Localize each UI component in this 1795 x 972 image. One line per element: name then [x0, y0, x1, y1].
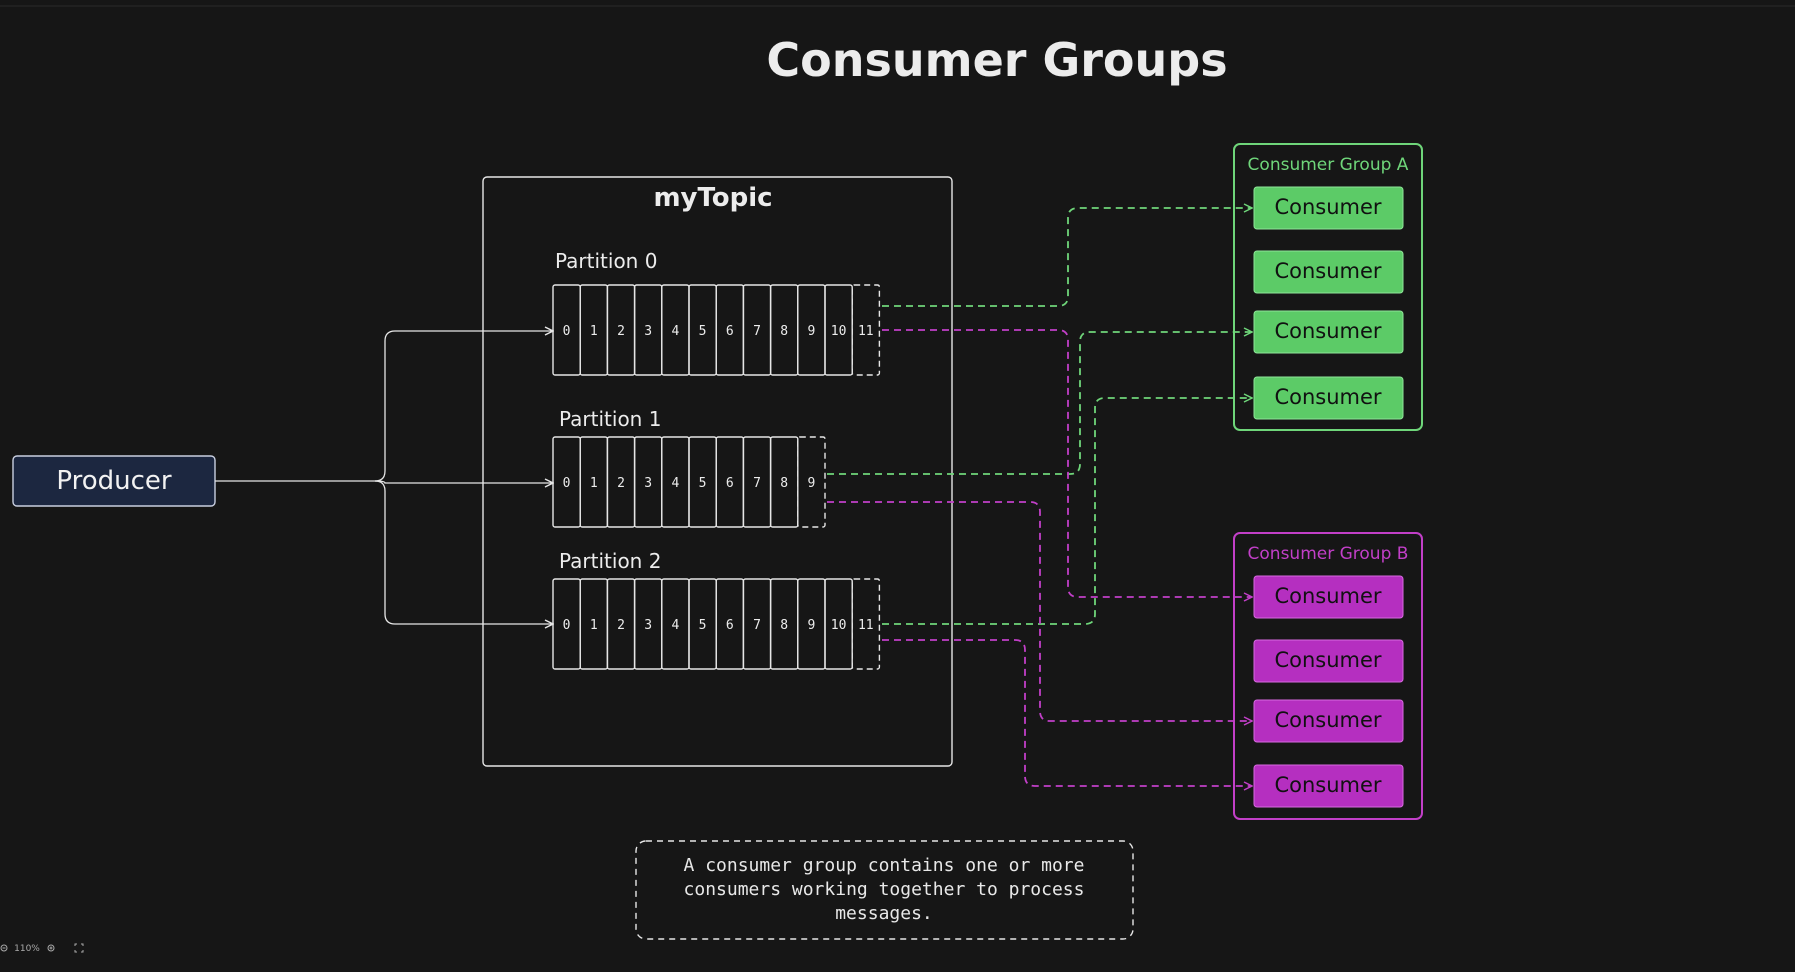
group-a-connections [827, 208, 1252, 625]
consumer-a4[interactable] [1253, 376, 1404, 420]
group-b-consumers: Consumer Consumer Consumer Consumer [1253, 575, 1404, 808]
partition-2-offset-label: 4 [671, 618, 679, 633]
link-p0-groupB [882, 329, 1252, 597]
partition-0-offset-label: 7 [753, 324, 761, 339]
partition-0-label: Partition 0 [555, 249, 657, 273]
partition-2-offset-label: 9 [807, 618, 815, 633]
consumer-b3[interactable] [1253, 699, 1404, 743]
partition-1-offset-label: 8 [780, 476, 788, 491]
producer-label: Producer [56, 466, 172, 496]
partition-2-log: 0 1 2 3 4 5 6 7 8 9 10 11 [552, 578, 881, 670]
partition-2-offset-label: 11 [858, 618, 874, 633]
consumer-b2-label: Consumer [1274, 648, 1381, 672]
partition-2-label: Partition 2 [559, 549, 661, 573]
partition-1-offset-label: 5 [699, 476, 707, 491]
note-line-1: A consumer group contains one or more [684, 855, 1085, 876]
partition-0-offset-label: 2 [617, 324, 625, 339]
partition-1-log: 0 1 2 3 4 5 6 7 8 9 [552, 436, 826, 528]
consumer-a3[interactable] [1253, 310, 1404, 354]
note-line-2: consumers working together to process [684, 879, 1085, 900]
consumer-a1[interactable] [1253, 186, 1404, 230]
partition-1-offset-label: 4 [671, 476, 679, 491]
consumer-group-a [1233, 143, 1423, 431]
partition-0-cell [851, 284, 881, 376]
partition-0-log: 0 1 2 3 4 5 6 7 8 9 10 11 [552, 284, 881, 376]
partitions-layer: 0 1 2 3 4 5 6 7 8 9 10 11 0 1 2 3 4 5 6 7 8 9 0 1 2 3 4 5 6 7 8 9 10 11 [552, 284, 881, 670]
group-a-consumers: Consumer Consumer Consumer Consumer [1253, 186, 1404, 420]
note-line-3: messages. [835, 903, 933, 924]
link-p2-groupB [882, 639, 1252, 786]
partition-2-offset-label: 3 [644, 618, 652, 633]
consumer-b1-label: Consumer [1274, 584, 1381, 608]
zoom-level: 110% [14, 944, 40, 954]
consumer-group-b [1233, 532, 1423, 820]
topic-container [482, 176, 953, 767]
fullscreen-icon[interactable] [74, 943, 84, 953]
partition-1-offset-label: 7 [753, 476, 761, 491]
group-b-connections [827, 329, 1252, 786]
partition-0-offset-label: 9 [807, 324, 815, 339]
partition-2-offset-label: 1 [590, 618, 598, 633]
partition-2-cell [851, 578, 881, 670]
link-p1-groupB [827, 501, 1252, 721]
partition-1-offset-label: 2 [617, 476, 625, 491]
partition-0-offset-label: 10 [831, 324, 847, 339]
consumer-b3-label: Consumer [1274, 708, 1381, 732]
partition-2-offset-label: 2 [617, 618, 625, 633]
consumer-a4-label: Consumer [1274, 385, 1381, 409]
topic-title: myTopic [653, 183, 772, 213]
partition-2-offset-label: 8 [780, 618, 788, 633]
link-p1-groupA [827, 332, 1252, 475]
partition-1-label: Partition 1 [559, 407, 661, 431]
link-p0-groupA [882, 208, 1252, 307]
partition-0-offset-label: 8 [780, 324, 788, 339]
zoom-out-icon[interactable] [0, 944, 8, 952]
page-title: Consumer Groups [766, 33, 1227, 87]
consumer-a2-label: Consumer [1274, 259, 1381, 283]
partition-2-offset-label: 0 [563, 618, 571, 633]
partition-1-offset-label: 0 [563, 476, 571, 491]
consumer-b4[interactable] [1253, 764, 1404, 808]
consumer-a1-label: Consumer [1274, 195, 1381, 219]
partition-1-offset-label: 3 [644, 476, 652, 491]
consumer-b4-label: Consumer [1274, 773, 1381, 797]
consumer-b2[interactable] [1253, 639, 1404, 683]
partition-1-offset-label: 1 [590, 476, 598, 491]
partition-1-offset-label: 6 [726, 476, 734, 491]
partition-0-offset-label: 5 [699, 324, 707, 339]
zoom-controls: 110% [0, 943, 84, 954]
partition-2-offset-label: 7 [753, 618, 761, 633]
producer-arrow-p0 [374, 331, 553, 482]
partition-1-cell [797, 436, 826, 528]
producer-arrow-p2 [374, 480, 553, 624]
consumer-a2[interactable] [1253, 250, 1404, 294]
partition-0-offset-label: 11 [858, 324, 874, 339]
partition-0-offset-label: 3 [644, 324, 652, 339]
producer-arrow-p1 [374, 481, 553, 483]
consumer-group-a-label: Consumer Group A [1248, 155, 1409, 175]
link-p2-groupA [882, 398, 1252, 625]
partition-2-offset-label: 5 [699, 618, 707, 633]
consumer-group-b-label: Consumer Group B [1248, 544, 1409, 564]
zoom-in-icon[interactable] [47, 944, 55, 952]
consumer-b1[interactable] [1253, 575, 1404, 619]
producer-arrows [215, 331, 553, 624]
partition-0-offset-label: 4 [671, 324, 679, 339]
partition-2-offset-label: 10 [831, 618, 847, 633]
partition-2-offset-label: 6 [726, 618, 734, 633]
partition-1-offset-label: 9 [807, 476, 815, 491]
partition-0-offset-label: 0 [563, 324, 571, 339]
partition-0-offset-label: 1 [590, 324, 598, 339]
partition-0-offset-label: 6 [726, 324, 734, 339]
note-box [635, 840, 1134, 940]
consumer-a3-label: Consumer [1274, 319, 1381, 343]
